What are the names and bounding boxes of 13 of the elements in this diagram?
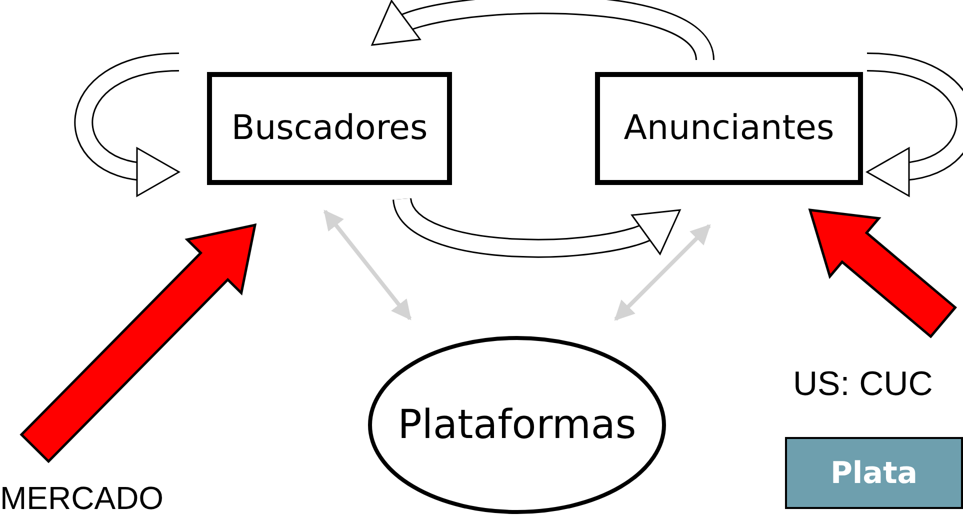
block-arrow	[808, 208, 957, 338]
node-text: MERCADO	[0, 479, 164, 518]
node-text: US: CUC	[793, 364, 933, 405]
process-box	[595, 72, 863, 185]
node-text: Buscadores	[231, 107, 428, 150]
ellipse-node	[368, 336, 666, 514]
block-arrow	[20, 223, 257, 464]
process-box	[207, 72, 452, 185]
double-arrow	[323, 210, 412, 320]
header-text: Plata	[830, 454, 918, 492]
node-text: Plataformas	[398, 401, 636, 450]
node-text: Anunciantes	[624, 107, 834, 150]
double-arrow	[614, 224, 711, 321]
